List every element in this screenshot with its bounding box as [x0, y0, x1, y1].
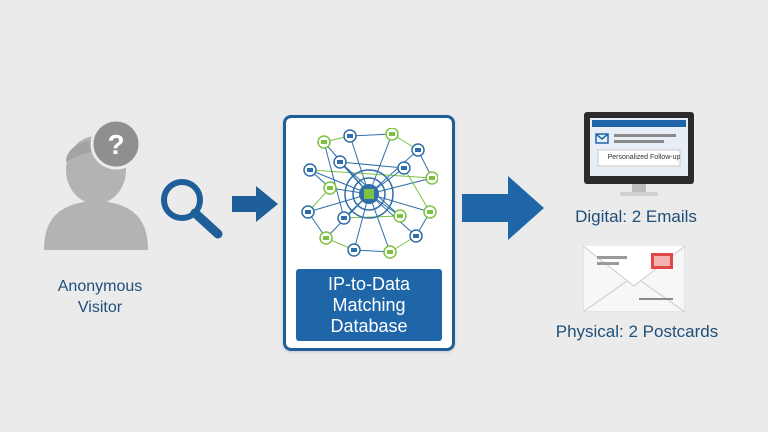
digital-output-label: Digital: 2 Emails	[575, 207, 697, 226]
database-title-box: IP-to-Data Matching Database	[296, 269, 442, 341]
envelope-icon	[583, 246, 685, 312]
database-title: IP-to-Data Matching Database	[327, 273, 411, 336]
arrow-to-database	[232, 186, 278, 222]
arrow-to-outputs	[462, 176, 544, 240]
network-graph-icon	[301, 128, 438, 259]
visitor-label: Anonymous Visitor	[57, 278, 143, 316]
physical-output-label: Physical: 2 Postcards	[555, 322, 719, 341]
monitor-screen-text: Personalized Follow-up	[607, 154, 681, 161]
question-badge-icon: ?	[90, 118, 142, 170]
magnifier-icon	[161, 179, 223, 239]
question-mark: ?	[107, 129, 124, 160]
monitor-email-icon	[584, 112, 694, 196]
database-card: IP-to-Data Matching Database	[283, 115, 455, 351]
